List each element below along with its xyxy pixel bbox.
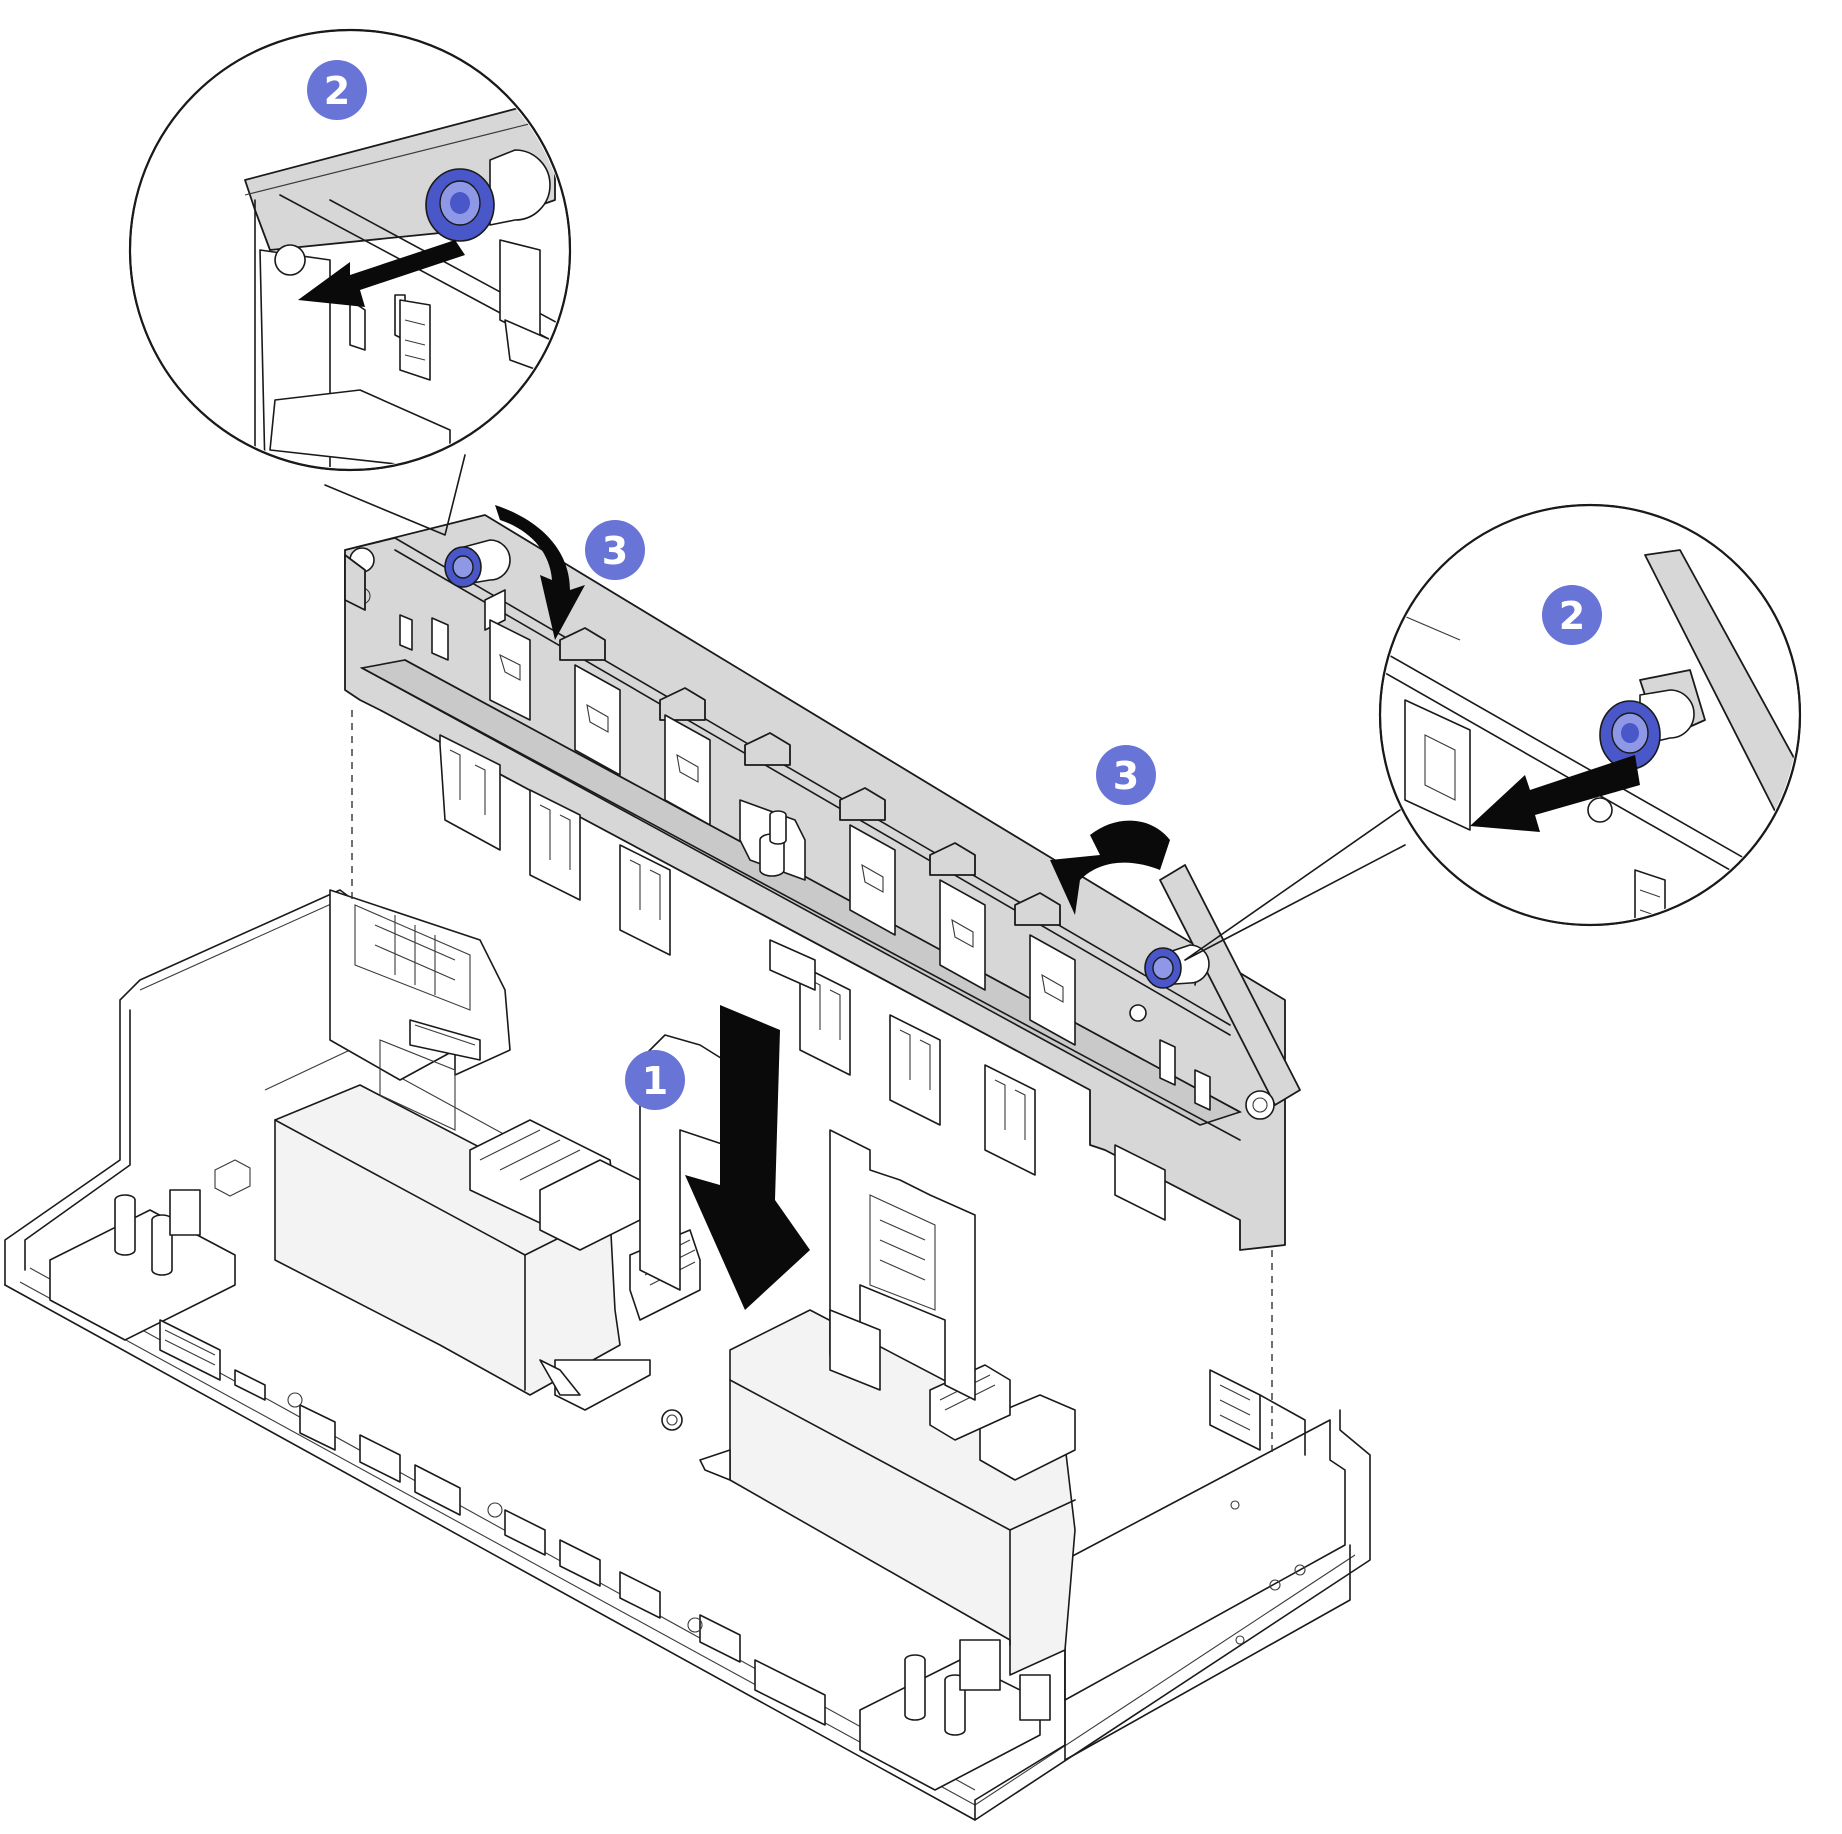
right-guide-block (859, 1639, 1051, 1791)
svg-text:2: 2 (324, 69, 350, 113)
pull-arrow-icon (1470, 755, 1640, 832)
front-connector-row (159, 1319, 826, 1726)
right-power-block (699, 1309, 1076, 1676)
svg-text:3: 3 (602, 529, 628, 573)
svg-text:3: 3 (1113, 754, 1139, 798)
rotate-arrow-icon (495, 505, 585, 640)
pull-arrow-icon (298, 240, 465, 307)
down-arrow-icon (685, 1005, 810, 1310)
plunger-right (1144, 944, 1210, 989)
chassis-tray (4, 889, 1371, 1821)
plunger-left (444, 539, 511, 588)
left-guide-block (49, 1159, 251, 1341)
detail-callout-right (1184, 503, 1802, 961)
step-1-badge: 1 (625, 1050, 685, 1110)
plunger-icon (425, 168, 495, 242)
svg-text:1: 1 (642, 1059, 668, 1103)
backplane (344, 514, 1301, 1251)
left-air-baffle (329, 889, 511, 1131)
rotate-arrow-icon (1050, 820, 1170, 915)
svg-text:2: 2 (1559, 594, 1585, 638)
step-2-left-badge: 2 (307, 60, 367, 120)
detail-callout-left (128, 28, 572, 536)
step-3-right-badge: 3 (1096, 745, 1156, 805)
alignment-guides (351, 710, 1273, 1455)
step-3-left-badge: 3 (585, 520, 645, 580)
step-2-right-badge: 2 (1542, 585, 1602, 645)
